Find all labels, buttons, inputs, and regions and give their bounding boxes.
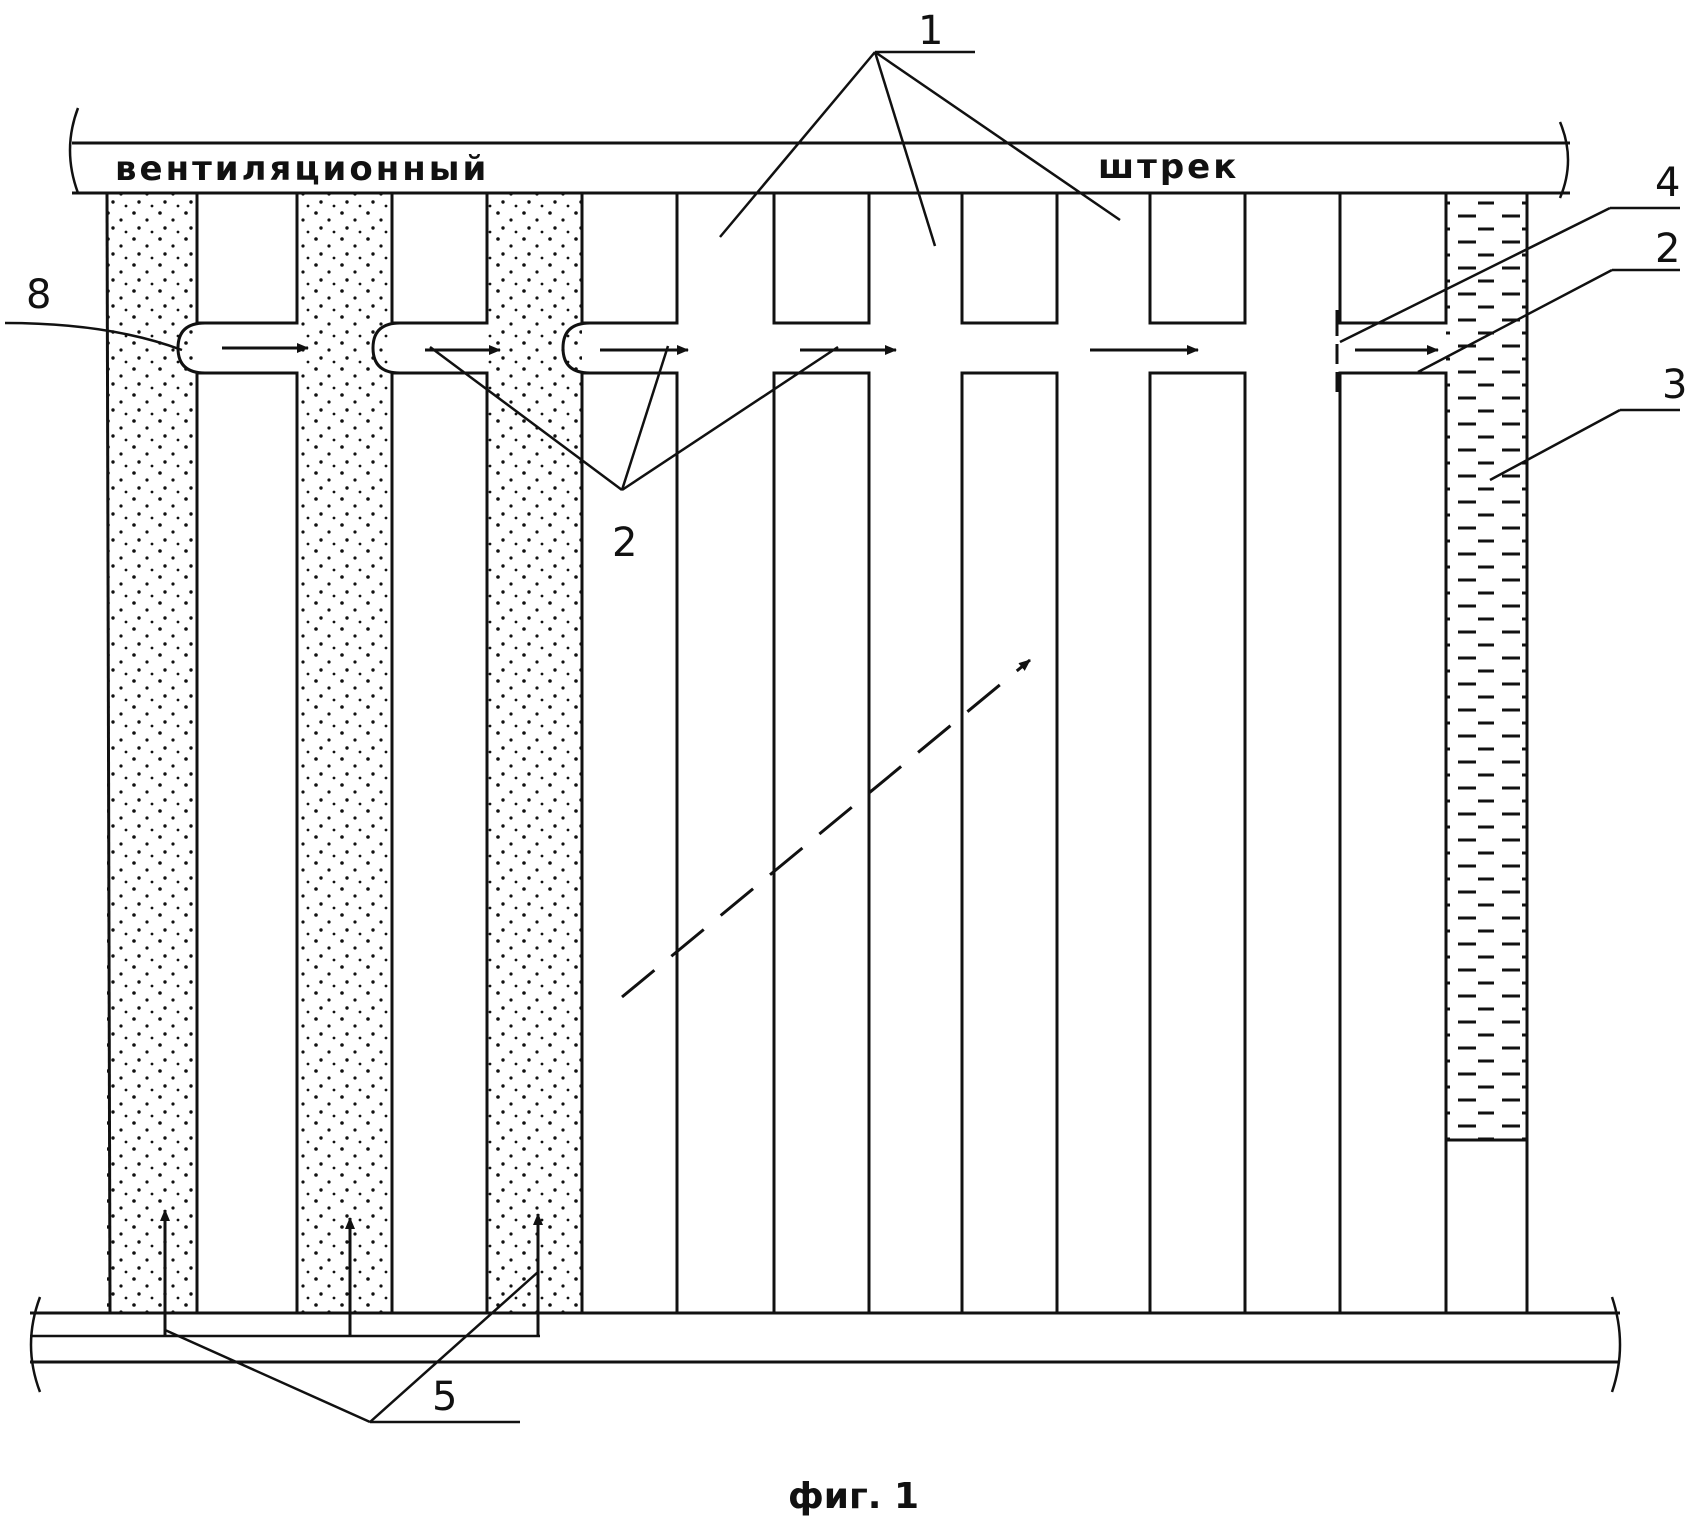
stowed-chambers xyxy=(107,193,582,1313)
airflow-arrows xyxy=(222,348,1438,350)
label-5: 5 xyxy=(432,1374,457,1420)
label-3: 3 xyxy=(1662,362,1687,408)
leader-lines xyxy=(5,52,1680,1422)
label-2-right: 2 xyxy=(1655,226,1680,272)
stowed-chamber-3 xyxy=(487,193,582,1313)
pillar-4 xyxy=(774,193,869,1313)
stowed-chamber-1 xyxy=(107,193,197,1313)
label-1: 1 xyxy=(918,8,943,54)
pillar-2 xyxy=(392,193,487,1313)
stowing-arrows xyxy=(165,1210,538,1336)
figure-caption: фиг. 1 xyxy=(788,1476,919,1517)
pillar-6 xyxy=(1150,193,1245,1313)
drift-name-left: вентиляционный xyxy=(115,149,489,189)
pillar-5 xyxy=(962,193,1057,1313)
label-4: 4 xyxy=(1655,160,1680,206)
drift-name-right: штрек xyxy=(1098,147,1239,187)
label-8: 8 xyxy=(26,272,51,318)
mining-direction-arrow xyxy=(622,660,1030,997)
pillars xyxy=(197,193,1527,1313)
pillar-7 xyxy=(1340,193,1446,1313)
stowed-chamber-2 xyxy=(297,193,392,1313)
label-2-center: 2 xyxy=(612,520,637,566)
pillar-1 xyxy=(197,193,297,1313)
